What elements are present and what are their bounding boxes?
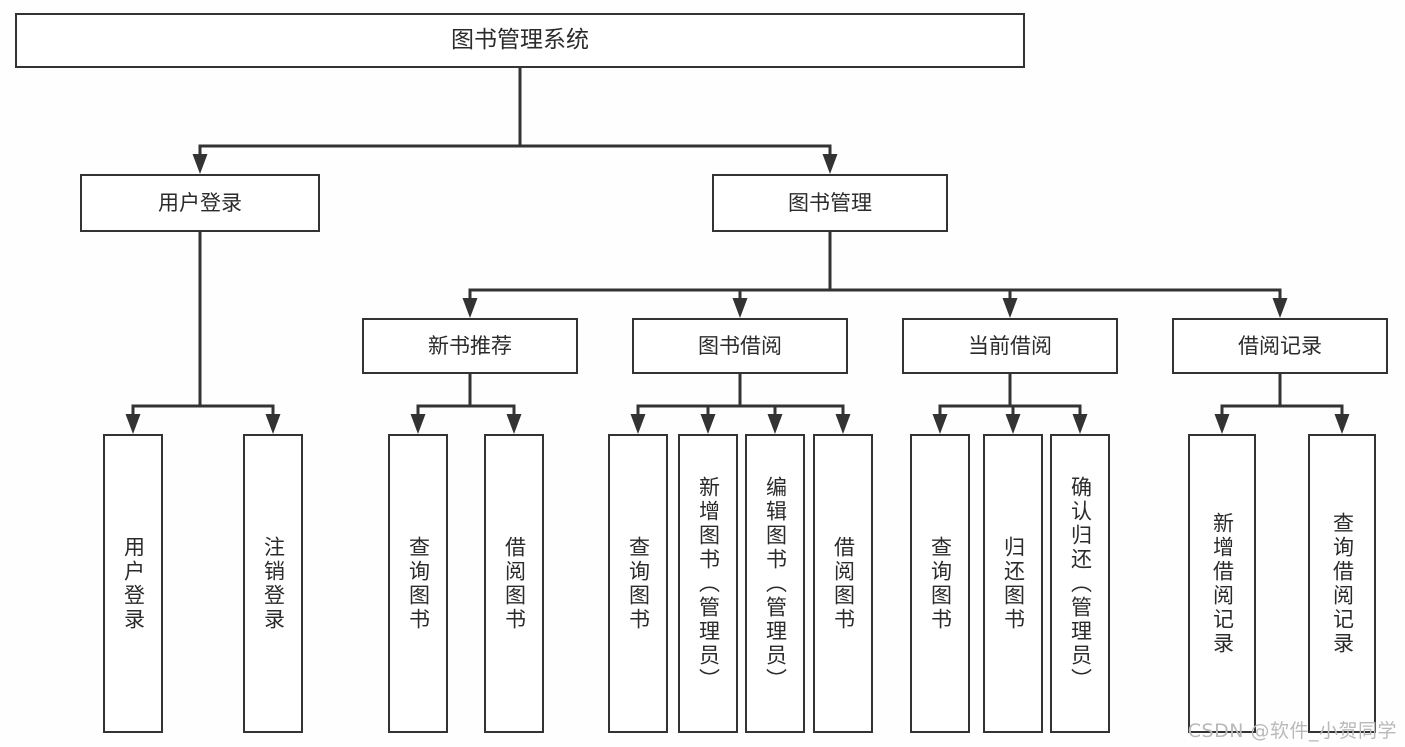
node-label-leaf-borrow-book-1: 借阅图书	[502, 535, 527, 632]
node-label-leaf-query-book-1: 查询图书	[406, 535, 431, 632]
node-label-leaf-user-login: 用户登录	[121, 535, 146, 632]
node-label-book-borrow: 图书借阅	[698, 333, 782, 358]
node-label-current-borrow: 当前借阅	[968, 333, 1052, 358]
node-new-book-rec[interactable]: 新书推荐	[362, 318, 578, 374]
node-user-login[interactable]: 用户登录	[80, 174, 320, 232]
node-label-root: 图书管理系统	[451, 27, 589, 54]
node-label-leaf-add-record: 新增借阅记录	[1210, 511, 1235, 656]
node-label-leaf-return-book: 归还图书	[1001, 535, 1026, 632]
node-leaf-query-book-3[interactable]: 查询图书	[910, 434, 970, 733]
node-label-new-book-rec: 新书推荐	[428, 333, 512, 358]
node-leaf-user-login[interactable]: 用户登录	[103, 434, 163, 733]
node-label-leaf-add-book: 新增图书（管理员）	[696, 475, 721, 692]
node-leaf-borrow-book-1[interactable]: 借阅图书	[484, 434, 544, 733]
node-book-manage[interactable]: 图书管理	[712, 174, 948, 232]
node-leaf-confirm-return[interactable]: 确认归还（管理员）	[1050, 434, 1110, 733]
node-root[interactable]: 图书管理系统	[15, 13, 1025, 68]
node-label-leaf-user-logout: 注销登录	[261, 535, 286, 632]
node-label-leaf-query-record: 查询借阅记录	[1330, 511, 1355, 656]
node-label-book-manage: 图书管理	[788, 190, 872, 215]
node-label-borrow-record: 借阅记录	[1238, 333, 1322, 358]
node-label-leaf-borrow-book-2: 借阅图书	[831, 535, 856, 632]
node-borrow-record[interactable]: 借阅记录	[1172, 318, 1388, 374]
node-label-leaf-edit-book: 编辑图书（管理员）	[763, 475, 788, 692]
node-label-leaf-query-book-3: 查询图书	[928, 535, 953, 632]
node-leaf-borrow-book-2[interactable]: 借阅图书	[813, 434, 873, 733]
node-label-user-login: 用户登录	[158, 190, 242, 215]
node-label-leaf-confirm-return: 确认归还（管理员）	[1068, 475, 1093, 692]
node-leaf-add-book[interactable]: 新增图书（管理员）	[678, 434, 738, 733]
node-book-borrow[interactable]: 图书借阅	[632, 318, 848, 374]
node-leaf-return-book[interactable]: 归还图书	[983, 434, 1043, 733]
node-leaf-query-book-2[interactable]: 查询图书	[608, 434, 668, 733]
node-current-borrow[interactable]: 当前借阅	[902, 318, 1118, 374]
watermark: CSDN @软件_小贺同学	[1187, 720, 1397, 742]
node-leaf-query-record[interactable]: 查询借阅记录	[1308, 434, 1376, 733]
node-leaf-query-book-1[interactable]: 查询图书	[388, 434, 448, 733]
node-leaf-user-logout[interactable]: 注销登录	[243, 434, 303, 733]
node-leaf-add-record[interactable]: 新增借阅记录	[1188, 434, 1256, 733]
node-label-leaf-query-book-2: 查询图书	[626, 535, 651, 632]
node-leaf-edit-book[interactable]: 编辑图书（管理员）	[745, 434, 805, 733]
